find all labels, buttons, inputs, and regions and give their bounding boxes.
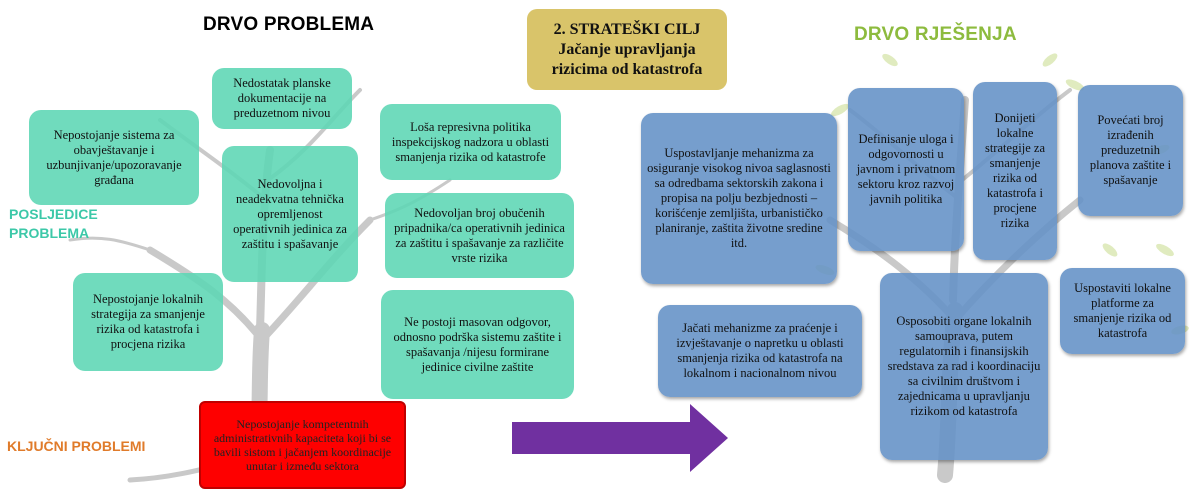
solution-box-local-platforms: Uspostaviti lokalne platforme za smanjen…	[1060, 268, 1185, 354]
key-problems-label: KLJUČNI PROBLEMI	[7, 438, 146, 454]
solution-box-local-authorities: Osposobiti organe lokalnih samouprava, p…	[880, 273, 1048, 460]
problem-box-inspection-policy: Loša represivna politika inspekcijskog n…	[380, 104, 561, 180]
problem-box-planning-docs: Nedostatak planske dokumentacije na pred…	[212, 68, 352, 129]
transition-arrow	[512, 404, 728, 472]
problem-box-equipment: Nedovoljna i neadekvatna tehnička opreml…	[222, 146, 358, 282]
consequences-label: POSLJEDICE PROBLEMA	[9, 206, 98, 241]
solution-box-monitoring: Jačati mehanizme za praćenje i izvještav…	[658, 305, 862, 397]
problem-tree-title: DRVO PROBLEMA	[203, 14, 375, 35]
solution-box-protection-plans: Povećati broj izrađenih preduzetnih plan…	[1078, 85, 1183, 216]
problem-box-trained-staff: Nedovoljan broj obučenih pripadnika/ca o…	[385, 193, 574, 278]
problem-box-warning-system: Nepostojanje sistema za obavještavanje i…	[29, 110, 199, 205]
solution-box-roles-responsibilities: Definisanje uloga i odgovornosti u javno…	[848, 88, 964, 251]
solution-tree-title: DRVO RJEŠENJA	[854, 24, 1017, 45]
problem-box-local-strategies: Nepostojanje lokalnih strategija za sman…	[73, 273, 223, 371]
solution-box-local-strategies: Donijeti lokalne strategije za smanjenje…	[973, 82, 1057, 260]
strategic-goal-box: 2. STRATEŠKI CILJ Jačanje upravljanja ri…	[527, 9, 727, 90]
strategic-goal-text: Jačanje upravljanja rizicima od katastro…	[551, 40, 703, 78]
problem-box-mass-response: Ne postoji masovan odgovor, odnosno podr…	[381, 290, 574, 399]
key-problem-box: Nepostojanje kompetentnih administrativn…	[199, 401, 406, 489]
solution-box-compliance-mechanism: Uspostavljanje mehanizma za osiguranje v…	[641, 113, 837, 284]
strategic-goal-heading: 2. STRATEŠKI CILJ	[553, 20, 701, 38]
